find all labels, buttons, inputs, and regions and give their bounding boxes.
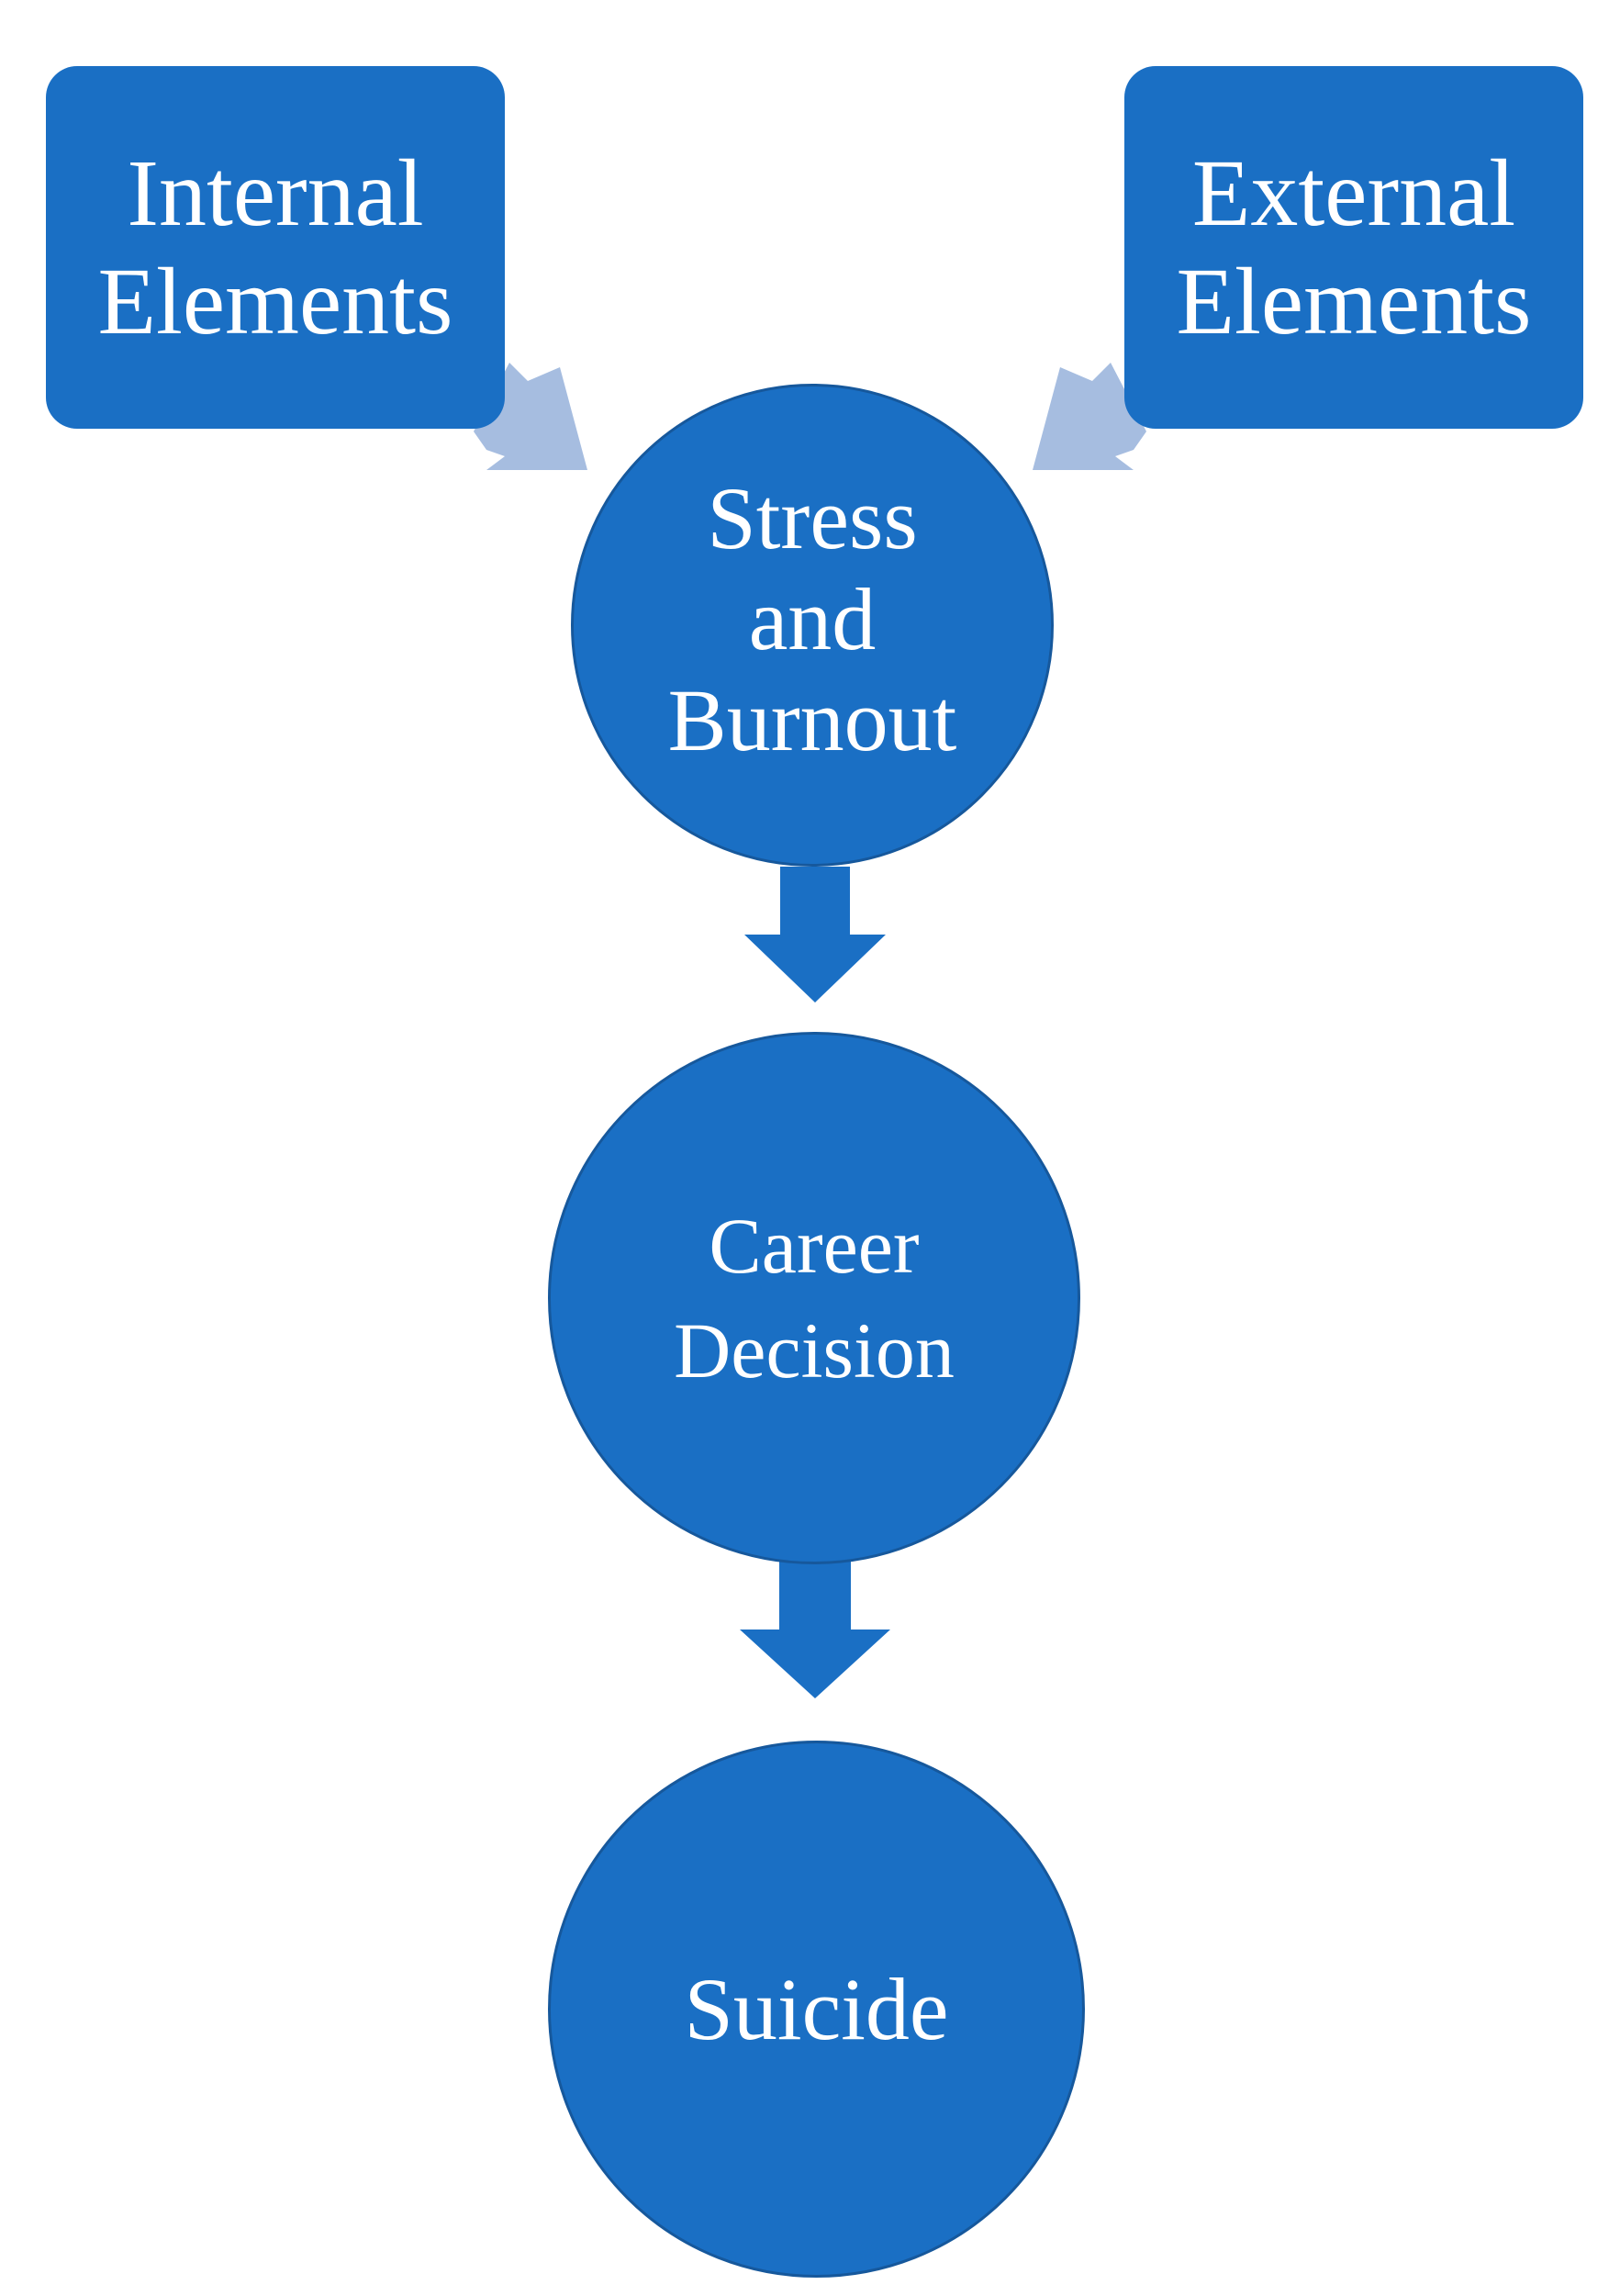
internal-line-2: Elements <box>97 248 453 354</box>
external-elements-node: External Elements <box>1124 66 1583 429</box>
external-line-2: Elements <box>1176 248 1532 354</box>
internal-line-1: Internal <box>127 140 424 246</box>
arrow-career-to-suicide <box>740 1555 890 1698</box>
stress-line-2: and <box>748 570 877 668</box>
arrow-stress-to-career <box>744 867 886 1002</box>
external-line-1: External <box>1191 140 1516 246</box>
suicide-line-1: Suicide <box>684 1959 949 2058</box>
career-decision-node: Career Decision <box>548 1032 1080 1564</box>
stress-line-3: Burnout <box>667 671 957 769</box>
stress-and-burnout-node: Stress and Burnout <box>571 384 1054 867</box>
arrow-external-to-stress <box>1033 363 1146 470</box>
career-line-2: Decision <box>674 1306 955 1394</box>
suicide-node: Suicide <box>548 1741 1085 2278</box>
internal-elements-node: Internal Elements <box>46 66 505 429</box>
stress-line-1: Stress <box>707 469 918 567</box>
career-line-1: Career <box>709 1202 920 1290</box>
